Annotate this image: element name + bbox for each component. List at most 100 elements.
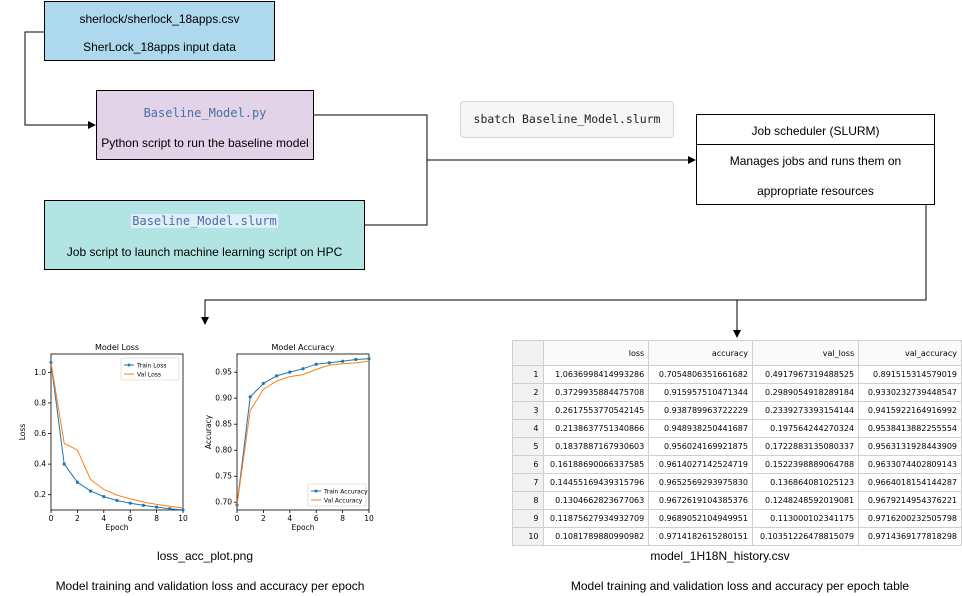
sbatch-command: sbatch Baseline_Model.slurm — [460, 101, 674, 138]
table-header-cell: accuracy — [648, 340, 753, 366]
loss-chart-point — [128, 501, 132, 505]
table-cell: 0.9716200232505798 — [858, 509, 962, 528]
loss-chart-ytick-label: 0.8 — [34, 398, 46, 407]
accuracy-chart-point — [367, 357, 371, 361]
table-cell: 0.9714369177818298 — [858, 527, 962, 546]
accuracy-chart-xtick-label: 0 — [235, 514, 240, 523]
job-scheduler-title: Job scheduler (SLURM) — [751, 124, 880, 138]
table-cell: 0.16188690066337585 — [542, 455, 650, 474]
accuracy-chart-xtick-label: 2 — [261, 514, 266, 523]
accuracy-chart-xlabel: Epoch — [292, 523, 315, 532]
table-cell: 5 — [512, 437, 544, 456]
table-cell: 0.1248248592019081 — [751, 491, 860, 510]
job-scheduler-node: Job scheduler (SLURM) Manages jobs and r… — [696, 114, 935, 205]
accuracy-chart-legend — [307, 483, 367, 507]
table-cell: 0.9330232739448547 — [858, 383, 962, 402]
loss-chart-point — [181, 508, 185, 512]
table-cell: 3 — [512, 401, 544, 420]
loss-chart-point — [75, 480, 79, 484]
table-description-caption: Model training and validation loss and a… — [570, 579, 910, 593]
table-cell: 0.2138637751340866 — [542, 419, 650, 438]
accuracy-chart-point — [341, 359, 345, 363]
accuracy-chart-point — [235, 503, 239, 507]
table-cell: 1 — [512, 365, 544, 384]
loss-chart-point — [115, 498, 119, 503]
accuracy-chart-xtick-label: 10 — [364, 514, 374, 523]
accuracy-chart-point — [327, 361, 331, 365]
slurm-script-filename: Baseline_Model.slurm — [131, 214, 278, 228]
input-data-description: SherLock_18apps input data — [83, 40, 236, 54]
accuracy-chart-legend-marker — [314, 489, 318, 493]
accuracy-chart-xtick-label: 8 — [340, 514, 345, 523]
accuracy-chart-title: Model Accuracy — [271, 343, 334, 352]
table-cell: 4 — [512, 419, 544, 438]
loss-chart-ytick-label: 0.4 — [34, 460, 46, 469]
loss-chart-point — [168, 507, 172, 511]
table-cell: 0.2989054918289184 — [751, 383, 860, 402]
table-cell: 0.136864081025123 — [751, 473, 860, 492]
accuracy-chart-series-line-0 — [236, 358, 370, 505]
loss-chart-xlabel: Epoch — [106, 523, 129, 532]
arrow-to-scheduler — [314, 114, 695, 226]
table-cell: 2 — [512, 383, 544, 402]
table-cell: 0.7054806351661682 — [648, 365, 753, 384]
table-cell: 0.11875627934932709 — [542, 509, 650, 528]
accuracy-chart-ytick-label: 0.90 — [215, 394, 232, 403]
table-cell: 0.915957510471344 — [648, 383, 753, 402]
slurm-script-node: Baseline_Model.slurm Job script to launc… — [44, 200, 365, 270]
table-cell: 6 — [512, 455, 544, 474]
loss-chart-title: Model Loss — [95, 343, 139, 352]
table-filename-caption: model_1H18N_history.csv — [650, 549, 790, 563]
table-cell: 0.948938250441687 — [648, 419, 753, 438]
table-cell: 8 — [512, 491, 544, 510]
accuracy-chart-ytick-label: 0.70 — [215, 498, 232, 507]
accuracy-chart-point — [275, 374, 279, 378]
loss-chart-xtick-label: 8 — [154, 514, 159, 523]
table-cell: 0.9714182615280151 — [648, 527, 753, 546]
input-data-filename: sherlock/sherlock_18apps.csv — [79, 12, 240, 26]
table-cell: 0.9672619104385376 — [648, 491, 753, 510]
accuracy-chart-point — [354, 357, 358, 362]
loss-chart-ylabel: Loss — [18, 424, 27, 441]
loss-chart-point — [102, 494, 106, 499]
table-cell: 0.9614027142524719 — [648, 455, 753, 474]
loss-chart-ytick-label: 0.6 — [34, 429, 46, 438]
table-cell: 0.1522398889064788 — [751, 455, 860, 474]
table-cell: 0.9652569293975830 — [648, 473, 753, 492]
table-cell: 10 — [512, 527, 544, 546]
loss-chart-xtick-label: 6 — [128, 514, 133, 523]
loss-chart-point — [155, 505, 159, 509]
accuracy-chart-series-line-1 — [236, 360, 370, 505]
table-cell: 0.956024169921875 — [648, 437, 753, 456]
table-cell: 0.938789963722229 — [648, 401, 753, 420]
accuracy-chart-legend-label: Train Accuracy — [323, 488, 368, 495]
table-cell: 0.9415922164916992 — [858, 401, 962, 420]
job-scheduler-description-line2: appropriate resources — [757, 184, 874, 198]
loss-chart-legend — [120, 357, 180, 381]
accuracy-chart-xtick-label: 4 — [287, 514, 292, 523]
table-header-cell: loss — [542, 340, 650, 366]
table-cell: 1.0636998414993286 — [542, 365, 650, 384]
table-cell: 0.1081789880990982 — [542, 527, 650, 546]
plot-description-caption: Model training and validation loss and a… — [55, 579, 365, 593]
table-cell: 0.3729935884475708 — [542, 383, 650, 402]
accuracy-chart-xtick-label: 6 — [314, 514, 319, 523]
accuracy-chart-ylabel: Accuracy — [204, 414, 213, 449]
table-cell: 0.2339273393154144 — [751, 401, 860, 420]
table-cell: 0.9679214954376221 — [858, 491, 962, 510]
loss-chart-legend-label: Train Loss — [136, 362, 166, 369]
table-cell: 0.1304662823677063 — [542, 491, 650, 510]
accuracy-chart-frame — [236, 353, 370, 511]
arrow-csv-to-py — [24, 31, 96, 129]
loss-chart-ytick-label: 0.2 — [34, 490, 46, 499]
table-cell: 0.9664018154144287 — [858, 473, 962, 492]
job-scheduler-description-line1: Manages jobs and runs them on — [729, 154, 902, 168]
